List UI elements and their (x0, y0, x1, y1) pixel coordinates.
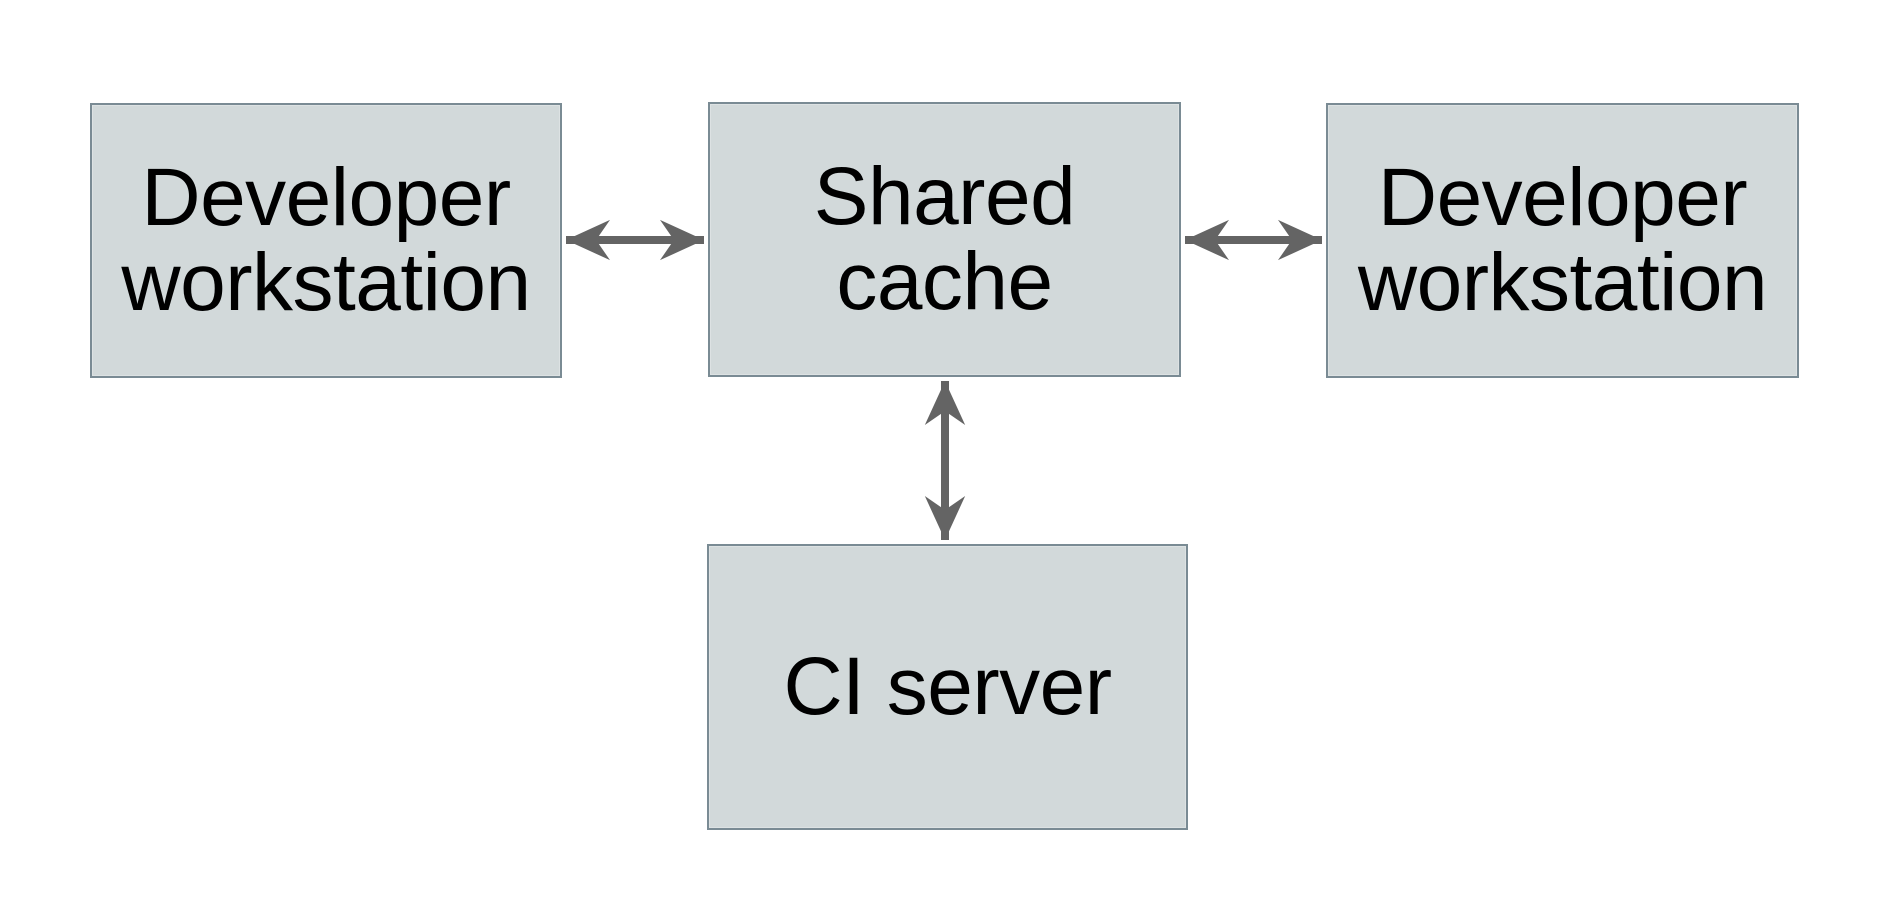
node-label: Developer workstation (1357, 152, 1768, 328)
node-label: Developer workstation (121, 152, 531, 328)
node-shared-cache: Shared cache (708, 102, 1181, 377)
node-label: Shared cache (813, 151, 1076, 327)
node-developer-workstation-right: Developer workstation (1326, 103, 1799, 378)
node-ci-server: CI server (707, 544, 1188, 830)
node-developer-workstation-left: Developer workstation (90, 103, 562, 378)
node-label: CI server (783, 640, 1112, 732)
